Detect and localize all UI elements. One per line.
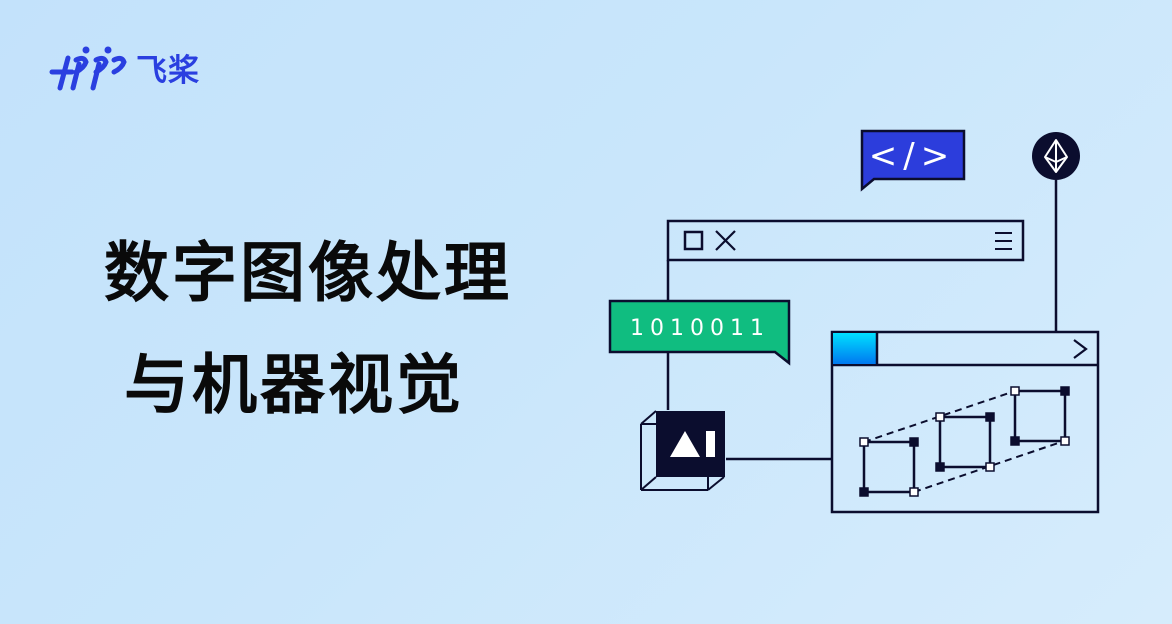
- chevron-right-icon: [1073, 339, 1088, 359]
- hamburger-menu-icon: [995, 232, 1012, 250]
- window-square-icon: [683, 230, 704, 251]
- bounding-box: [1013, 389, 1067, 443]
- brand-logo: 飞桨: [48, 42, 200, 92]
- browser-window: [666, 219, 1025, 262]
- binary-bubble-text: 1010011: [630, 316, 770, 341]
- close-icon: [715, 230, 736, 251]
- vision-window: [830, 330, 1100, 514]
- active-tab: [833, 333, 877, 364]
- headline-line-2: 与机器视觉: [124, 348, 465, 423]
- ethereum-icon: [1032, 132, 1080, 180]
- code-bubble: </>: [860, 129, 966, 192]
- binary-bubble: 1010011: [608, 299, 791, 366]
- headline-line-1: 数字图像处理: [104, 236, 513, 311]
- code-bubble-text: </>: [869, 136, 955, 176]
- bounding-box: [862, 440, 916, 494]
- bounding-box: [938, 415, 992, 469]
- brand-name: 飞桨: [136, 52, 200, 89]
- paddlepaddle-logo-icon: [49, 46, 127, 91]
- ai-cube: AI: [640, 410, 725, 491]
